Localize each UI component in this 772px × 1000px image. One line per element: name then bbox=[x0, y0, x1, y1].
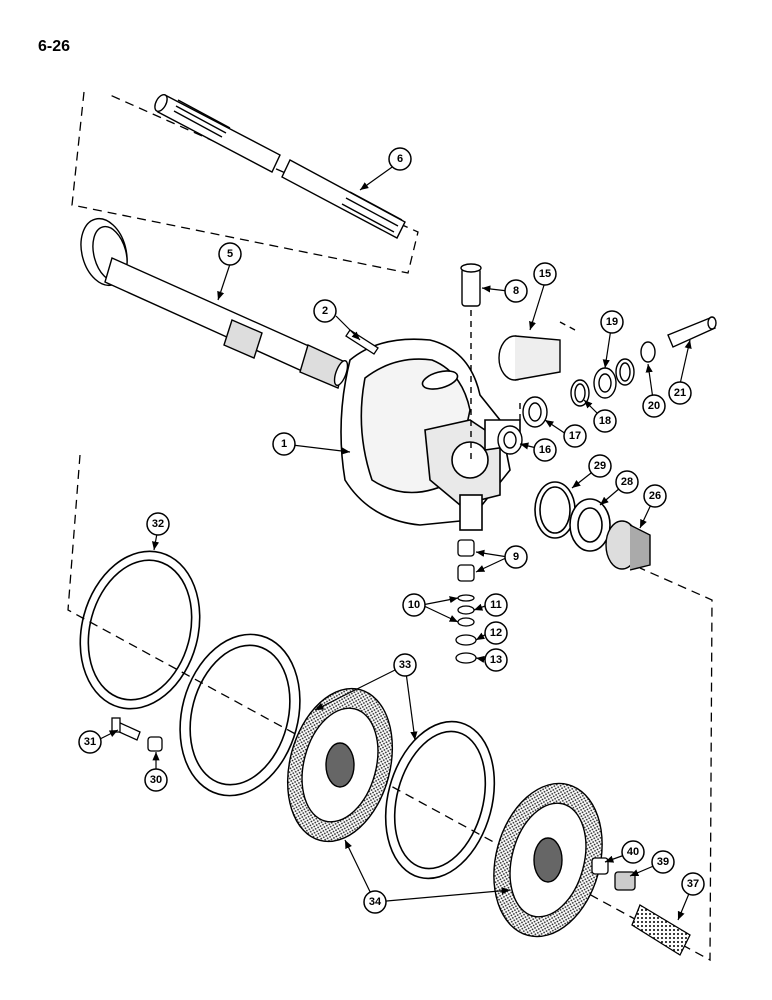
housing-1 bbox=[340, 338, 521, 531]
callout-29: 29 bbox=[588, 454, 612, 478]
dashed-group-outline-clutch bbox=[67, 454, 713, 962]
callout-20: 20 bbox=[642, 394, 666, 418]
washer-20 bbox=[615, 358, 635, 386]
callout-16: 16 bbox=[533, 438, 557, 462]
callout-6: 6 bbox=[388, 147, 412, 171]
callout-15: 15 bbox=[533, 262, 557, 286]
svg-text:26: 26 bbox=[649, 490, 661, 502]
bearing-40 bbox=[591, 857, 609, 875]
gear-26 bbox=[605, 520, 651, 571]
callout-34: 34 bbox=[363, 890, 387, 914]
svg-text:39: 39 bbox=[657, 856, 669, 868]
callout-10: 10 bbox=[402, 593, 426, 617]
friction-disc-34a bbox=[286, 687, 394, 843]
svg-text:28: 28 bbox=[621, 476, 633, 488]
callout-8: 8 bbox=[504, 279, 528, 303]
shaft-6 bbox=[154, 94, 406, 239]
callout-31: 31 bbox=[78, 730, 102, 754]
bearing-28 bbox=[569, 498, 611, 552]
svg-text:18: 18 bbox=[599, 415, 611, 427]
svg-text:17: 17 bbox=[569, 430, 581, 442]
bushing-9 bbox=[457, 539, 475, 582]
callout-9: 9 bbox=[504, 545, 528, 569]
bearing-17 bbox=[522, 396, 548, 428]
washer-18 bbox=[570, 379, 590, 407]
bearing-16 bbox=[497, 425, 523, 455]
callout-40: 40 bbox=[621, 840, 645, 864]
steel-plate-32 bbox=[79, 550, 201, 710]
callout-19: 19 bbox=[600, 310, 624, 334]
callout-37: 37 bbox=[681, 872, 705, 896]
callout-2: 2 bbox=[313, 299, 337, 323]
bevel-gear-15 bbox=[498, 321, 576, 420]
svg-text:8: 8 bbox=[513, 285, 519, 297]
spacer-30 bbox=[147, 736, 163, 752]
svg-text:12: 12 bbox=[490, 627, 502, 639]
callout-13: 13 bbox=[484, 648, 508, 672]
svg-text:21: 21 bbox=[674, 387, 686, 399]
callout-18: 18 bbox=[593, 409, 617, 433]
svg-text:13: 13 bbox=[490, 654, 502, 666]
svg-text:32: 32 bbox=[152, 518, 164, 530]
bolt-2 bbox=[345, 329, 379, 355]
svg-text:33: 33 bbox=[399, 659, 411, 671]
ring-20b bbox=[640, 341, 656, 363]
callout-1: 1 bbox=[272, 432, 296, 456]
spring-37 bbox=[631, 904, 691, 956]
separator-plate-b bbox=[384, 720, 496, 880]
svg-text:40: 40 bbox=[627, 846, 639, 858]
callout-17: 17 bbox=[563, 424, 587, 448]
callout-26: 26 bbox=[643, 484, 667, 508]
svg-text:30: 30 bbox=[150, 774, 162, 786]
svg-text:19: 19 bbox=[606, 316, 618, 328]
svg-text:16: 16 bbox=[539, 444, 551, 456]
svg-text:6: 6 bbox=[397, 153, 403, 165]
washers-10-13 bbox=[455, 594, 477, 664]
svg-text:20: 20 bbox=[648, 400, 660, 412]
svg-text:10: 10 bbox=[408, 599, 420, 611]
bearing-19 bbox=[593, 367, 617, 399]
callout-12: 12 bbox=[484, 621, 508, 645]
svg-text:29: 29 bbox=[594, 460, 606, 472]
separator-plate bbox=[179, 633, 301, 797]
shaft-21 bbox=[667, 316, 717, 348]
svg-text:34: 34 bbox=[369, 896, 382, 908]
dashed-group-outline-shafts bbox=[71, 91, 419, 274]
pin-8 bbox=[460, 263, 482, 460]
svg-text:5: 5 bbox=[227, 248, 233, 260]
callout-39: 39 bbox=[651, 850, 675, 874]
svg-text:15: 15 bbox=[539, 268, 551, 280]
friction-disc-34b bbox=[493, 782, 603, 938]
callout-32: 32 bbox=[146, 512, 170, 536]
svg-text:37: 37 bbox=[687, 878, 699, 890]
callout-28: 28 bbox=[615, 470, 639, 494]
svg-text:11: 11 bbox=[490, 599, 502, 611]
callout-11: 11 bbox=[484, 593, 508, 617]
callout-21: 21 bbox=[668, 381, 692, 405]
callout-30: 30 bbox=[144, 768, 168, 792]
svg-text:2: 2 bbox=[322, 305, 328, 317]
svg-text:9: 9 bbox=[513, 551, 519, 563]
snap-ring-29 bbox=[534, 481, 576, 539]
svg-text:31: 31 bbox=[84, 736, 96, 748]
callout-33: 33 bbox=[393, 653, 417, 677]
svg-text:1: 1 bbox=[281, 438, 287, 450]
bolt-31 bbox=[111, 717, 141, 741]
gear-39 bbox=[614, 871, 636, 891]
callout-5: 5 bbox=[218, 242, 242, 266]
page-number: 6-26 bbox=[38, 38, 71, 55]
shaft-5 bbox=[80, 217, 349, 389]
